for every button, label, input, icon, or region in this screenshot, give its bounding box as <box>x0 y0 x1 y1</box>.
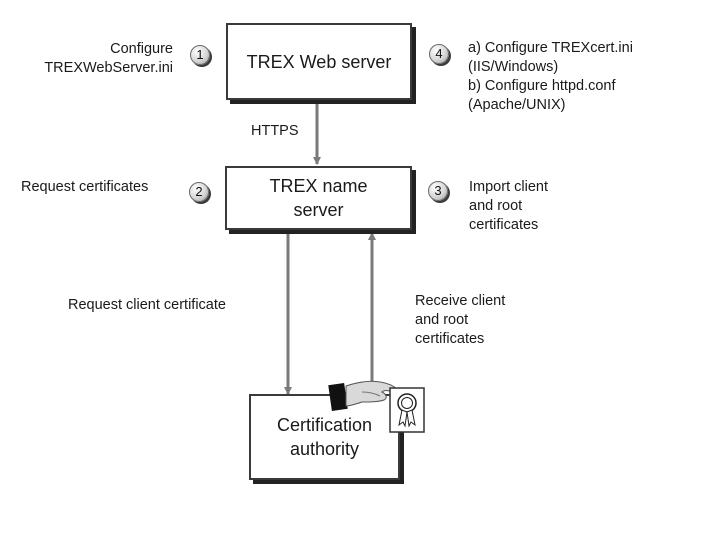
step1-label: Configure TREXWebServer.ini <box>44 40 173 78</box>
step4-line2: (IIS/Windows) <box>468 59 559 75</box>
request-client-certificate-label: Request client certificate <box>68 297 226 313</box>
receive-client-label: Receive client and root certificates <box>415 292 505 349</box>
step3-label: Import client and root certificates <box>469 178 548 235</box>
step2-line1: Request certificates <box>21 179 149 195</box>
trex-name-server-box: TREX name server <box>225 166 412 230</box>
step1-line2: TREXWebServer.ini <box>44 60 173 76</box>
name-server-label-line2: server <box>293 200 344 220</box>
receive-line2: and root <box>415 312 469 328</box>
step3-line3: certificates <box>469 217 539 233</box>
https-label: HTTPS <box>251 123 299 139</box>
step3-line1: Import client <box>469 179 548 195</box>
step4-line1: a) Configure TREXcert.ini <box>468 40 633 56</box>
receive-line1: Receive client <box>415 293 506 309</box>
web-server-label: TREX Web server <box>246 51 392 72</box>
ca-label-line1: Certification <box>276 415 373 435</box>
name-server-label-line1: TREX name <box>269 176 368 196</box>
step1-line1: Configure <box>110 41 173 57</box>
certification-authority-box: Certification authority <box>249 394 400 480</box>
hand-holding-certificate-icon <box>328 380 425 433</box>
step3-badge: 3 <box>428 181 448 201</box>
step4-line3: b) Configure httpd.conf <box>468 78 616 94</box>
step4-badge: 4 <box>429 44 449 64</box>
step1-badge: 1 <box>190 45 210 65</box>
ca-label-line2: authority <box>289 439 360 459</box>
step2-label: Request certificates <box>21 178 148 197</box>
trex-web-server-box: TREX Web server <box>226 23 412 100</box>
receive-line3: certificates <box>415 331 485 347</box>
step3-line2: and root <box>469 198 523 214</box>
step4-label: a) Configure TREXcert.ini (IIS/Windows) … <box>468 39 633 115</box>
step2-badge: 2 <box>189 182 209 202</box>
step4-line4: (Apache/UNIX) <box>468 97 566 113</box>
